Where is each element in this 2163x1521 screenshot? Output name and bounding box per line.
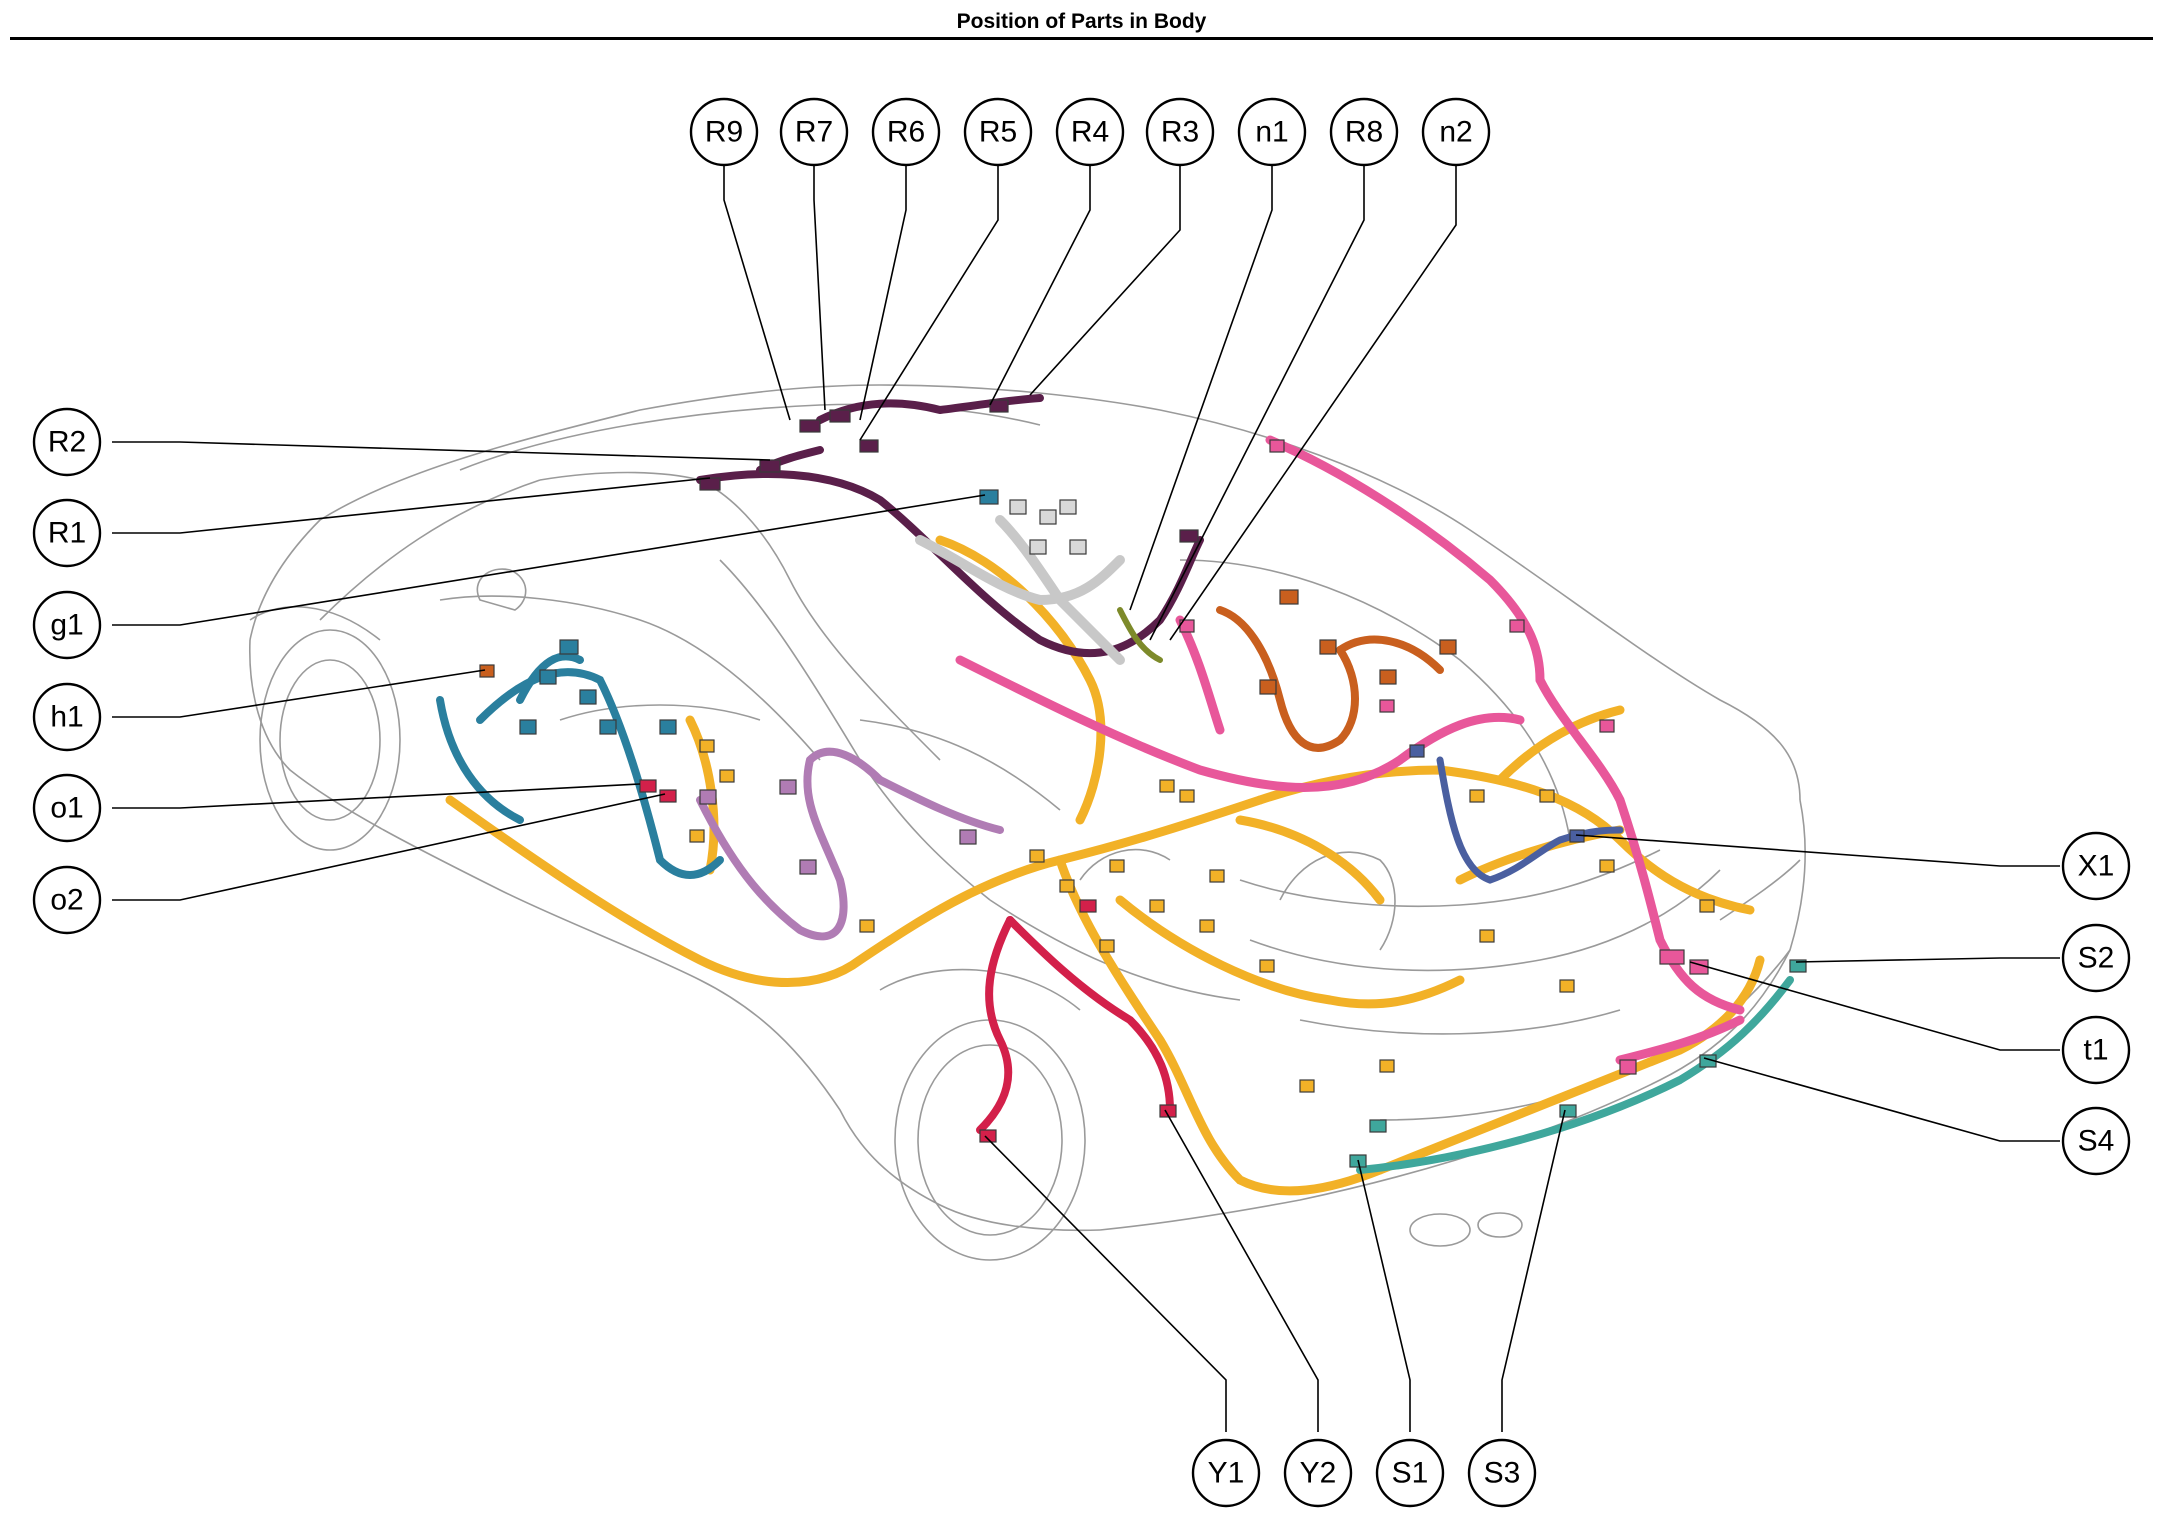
connectors-mauve (699, 779, 977, 875)
callout-o1-label: o1 (50, 792, 83, 825)
callout-R1-label: R1 (48, 517, 86, 550)
callout-R2: R2 (32, 407, 102, 477)
connectors-orange (479, 589, 1457, 695)
callout-Y1-label: Y1 (1208, 1457, 1245, 1490)
callout-R4-label: R4 (1071, 116, 1109, 149)
callout-R6: R6 (871, 97, 941, 167)
callout-S4: S4 (2061, 1106, 2131, 1176)
callout-R3-label: R3 (1161, 116, 1199, 149)
harness-yellow (445, 535, 1765, 1196)
harness-grey (915, 515, 1125, 665)
callout-R9-label: R9 (705, 116, 743, 149)
callout-S3: S3 (1467, 1438, 1537, 1508)
harness-mauve (696, 747, 1004, 941)
harness-olive (1117, 607, 1163, 663)
callout-S1-label: S1 (1392, 1457, 1429, 1490)
callout-S2: S2 (2061, 923, 2131, 993)
connectors-yellow (689, 739, 1715, 1093)
harness-pink (955, 435, 1745, 1065)
leader-lines (112, 165, 2060, 1432)
connectors-navy (1409, 744, 1585, 843)
callout-h1-label: h1 (50, 701, 83, 734)
callout-t1-label: t1 (2083, 1034, 2108, 1067)
harness-navy (1436, 756, 1624, 884)
callouts: R9 R7 R6 R5 R4 R3 n1 R8 n2 R2 R1 g1 h1 o… (32, 97, 2131, 1508)
callout-R6-label: R6 (887, 116, 925, 149)
harness-blue (436, 652, 724, 879)
callout-X1-label: X1 (2078, 850, 2115, 883)
callout-R2-label: R2 (48, 426, 86, 459)
page-title: Position of Parts in Body (956, 10, 1207, 33)
connectors-purple-dark (699, 399, 1199, 543)
harness-teal (1356, 976, 1794, 1174)
callout-o1: o1 (32, 773, 102, 843)
connectors-red (639, 779, 1177, 1143)
callout-S3-label: S3 (1484, 1457, 1521, 1490)
callout-X1: X1 (2061, 831, 2131, 901)
callout-g1: g1 (32, 590, 102, 660)
callout-S1: S1 (1375, 1438, 1445, 1508)
callout-R5-label: R5 (979, 116, 1017, 149)
callout-R8-label: R8 (1345, 116, 1383, 149)
callout-Y2-label: Y2 (1300, 1457, 1337, 1490)
callout-S4-label: S4 (2078, 1125, 2115, 1158)
callout-o2: o2 (32, 865, 102, 935)
callout-S2-label: S2 (2078, 942, 2115, 975)
car-body-outline (248, 384, 1806, 1261)
callout-R5: R5 (963, 97, 1033, 167)
callout-n2: n2 (1421, 97, 1491, 167)
callout-R4: R4 (1055, 97, 1125, 167)
callout-R9: R9 (689, 97, 759, 167)
callout-n1: n1 (1237, 97, 1307, 167)
callout-t1: t1 (2061, 1015, 2131, 1085)
callout-R8: R8 (1329, 97, 1399, 167)
callout-R1: R1 (32, 498, 102, 568)
callout-n1-label: n1 (1255, 116, 1288, 149)
title-divider (10, 37, 2153, 40)
callout-R3: R3 (1145, 97, 1215, 167)
callout-g1-label: g1 (50, 609, 83, 642)
callout-Y2: Y2 (1283, 1438, 1353, 1508)
callout-n2-label: n2 (1439, 116, 1472, 149)
harness-red (976, 916, 1174, 1134)
callout-o2-label: o2 (50, 884, 83, 917)
connectors-blue (519, 489, 999, 735)
connectors-teal (1349, 959, 1807, 1168)
harness-orange (1216, 606, 1444, 752)
callout-R7: R7 (779, 97, 849, 167)
callout-h1: h1 (32, 682, 102, 752)
connectors-grey (1009, 499, 1087, 555)
callout-R7-label: R7 (795, 116, 833, 149)
callout-Y1: Y1 (1191, 1438, 1261, 1508)
